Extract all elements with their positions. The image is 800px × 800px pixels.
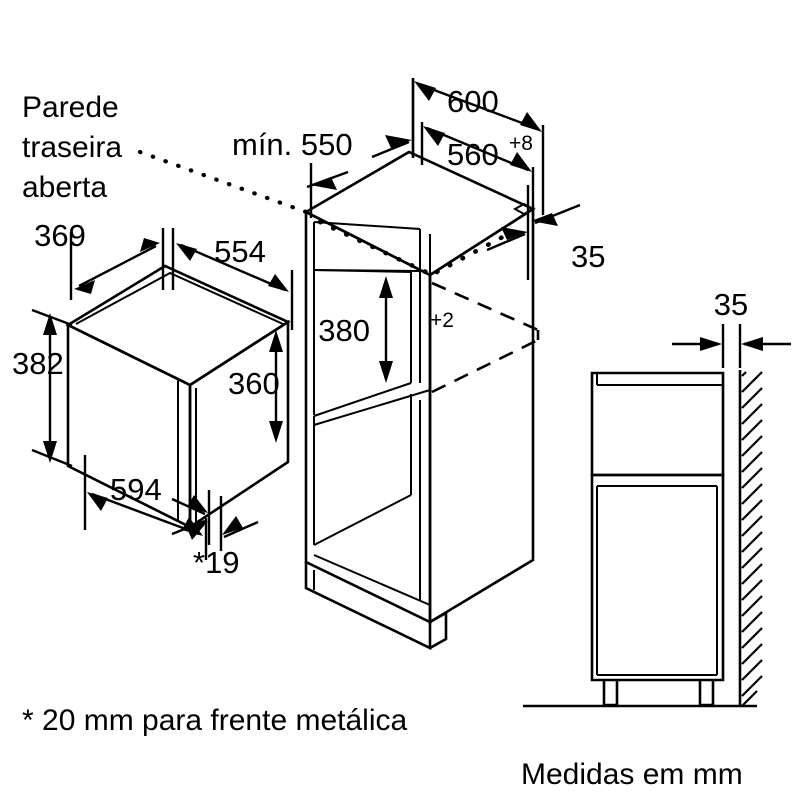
dim-front-overhang-19: *19 <box>171 490 259 580</box>
dim-wall-gap-35: 35 <box>672 287 791 368</box>
dim-369-arrow-left <box>74 280 95 294</box>
dim-600-arrow-right <box>520 112 542 132</box>
dim-600-line <box>417 82 539 131</box>
dim-594-label: 594 <box>110 472 162 507</box>
cabinet-niche-isometric-view <box>303 150 536 651</box>
dim-554-line <box>180 243 286 292</box>
appliance-right-face <box>188 319 290 530</box>
dim-35-side-arrow-left <box>700 337 722 351</box>
dim-35-iso-label: 35 <box>571 239 605 274</box>
dim-niche-depth-min-550: mín. 550 <box>232 78 415 218</box>
cabinet-open-back-dots-top <box>317 219 431 276</box>
dim-cabinet-outer-width-600: 600 <box>411 78 545 215</box>
dim-appliance-front-height-382: 382 <box>12 308 73 468</box>
side-elevation-view <box>523 370 763 708</box>
dim-600-arrow-left <box>414 81 436 101</box>
dim-560-arrow-left <box>423 126 445 146</box>
dim-35-iso-lead-lower <box>486 232 526 252</box>
dim-369-line <box>78 244 157 288</box>
dim-19-arrow-left-2 <box>187 521 208 540</box>
dim-380-tolerance: +2 <box>430 309 454 332</box>
dim-600-label: 600 <box>447 84 499 119</box>
dim-550-arrow-left <box>310 177 337 190</box>
dashed-shelf-outline <box>431 281 540 394</box>
cabinet-shelf-back <box>313 382 412 417</box>
dim-382-ext-top <box>31 308 73 327</box>
dim-554-arrow-left <box>176 243 197 261</box>
dashed-shelf-top <box>431 281 539 332</box>
dim-appliance-depth-369: 369 <box>34 218 165 300</box>
cabinet-niche-top-inner-edge <box>313 221 421 230</box>
back-wall-leader-dots <box>137 149 309 215</box>
dim-560-label: 560 <box>447 137 499 172</box>
dim-594-line <box>91 492 200 536</box>
dim-369-arrow-right <box>140 238 160 252</box>
cabinet-lower-floor-back <box>313 494 412 546</box>
dim-380-arrow-bottom <box>379 361 393 383</box>
units-note: Medidas em mm <box>521 758 743 791</box>
dim-560-arrow-right <box>510 152 532 172</box>
dashed-shelf-diag <box>431 338 539 394</box>
side-leg-left <box>602 680 619 707</box>
footnote-metal-front: * 20 mm para frente metálica <box>22 704 407 737</box>
dim-360-arrow-bottom <box>269 421 283 443</box>
dim-382-arrow-bottom <box>43 441 57 463</box>
dim-554-label: 554 <box>214 234 266 269</box>
cabinet-rear-notch <box>512 202 536 216</box>
dim-rear-offset-35: 35 <box>486 185 605 280</box>
dim-560-tolerance: +8 <box>509 132 533 155</box>
dim-appliance-body-width-554: 554 <box>171 228 294 330</box>
dim-380-arrow-top <box>379 276 393 298</box>
dim-niche-height-380: 380 +2 <box>318 276 454 383</box>
dim-19-lead-right <box>223 520 259 539</box>
dim-380-label: 380 <box>318 313 370 348</box>
dim-594-arrow-left <box>87 492 108 511</box>
dim-382-ext-bottom <box>31 448 73 468</box>
dim-35-iso-arrow-lower <box>501 227 528 240</box>
dim-369-label: 369 <box>34 218 86 253</box>
cabinet-niche-back-top <box>313 269 412 273</box>
cabinet-right-outer-face <box>428 206 535 625</box>
cabinet-plinth <box>304 562 432 651</box>
dim-550-lead-right <box>371 140 410 159</box>
cabinet-plinth-notch <box>429 610 448 650</box>
appliance-top-rim <box>75 271 284 325</box>
dim-niche-width-560: 560 +8 <box>420 122 535 215</box>
side-upper-cabinet <box>590 371 725 477</box>
cabinet-open-back-dots-right <box>434 229 515 275</box>
dim-19-arrow-left <box>187 495 208 513</box>
dim-appliance-body-height-360: 360 <box>228 330 283 443</box>
cabinet-lower-floor-front <box>313 554 431 606</box>
dim-554-arrow-right <box>268 274 289 292</box>
dim-550-label: mín. 550 <box>232 127 353 162</box>
dim-35-side-arrow-right <box>741 337 763 351</box>
back-wall-note-line-3: aberta <box>22 171 107 204</box>
side-lower-cabinet <box>590 473 725 682</box>
dim-360-label: 360 <box>228 366 280 401</box>
dim-35-side-label: 35 <box>714 287 748 322</box>
dim-19-arrow-right <box>222 516 243 535</box>
dim-382-arrow-top <box>43 313 57 335</box>
side-leg-right <box>698 680 715 707</box>
dim-appliance-front-width-594: 594 <box>83 455 208 560</box>
dim-19-label: *19 <box>193 545 240 580</box>
dim-35-iso-arrow-upper <box>531 213 558 226</box>
back-wall-note: Parede traseira aberta <box>22 91 309 215</box>
back-wall-note-line-2: traseira <box>22 131 122 164</box>
dim-550-arrow-right <box>385 135 412 148</box>
back-wall-note-line-1: Parede <box>22 91 119 124</box>
side-wall-hatching <box>741 371 763 707</box>
dim-382-label: 382 <box>12 346 64 381</box>
cabinet-niche-top-inner <box>313 222 421 273</box>
dim-360-arrow-top <box>269 330 283 352</box>
